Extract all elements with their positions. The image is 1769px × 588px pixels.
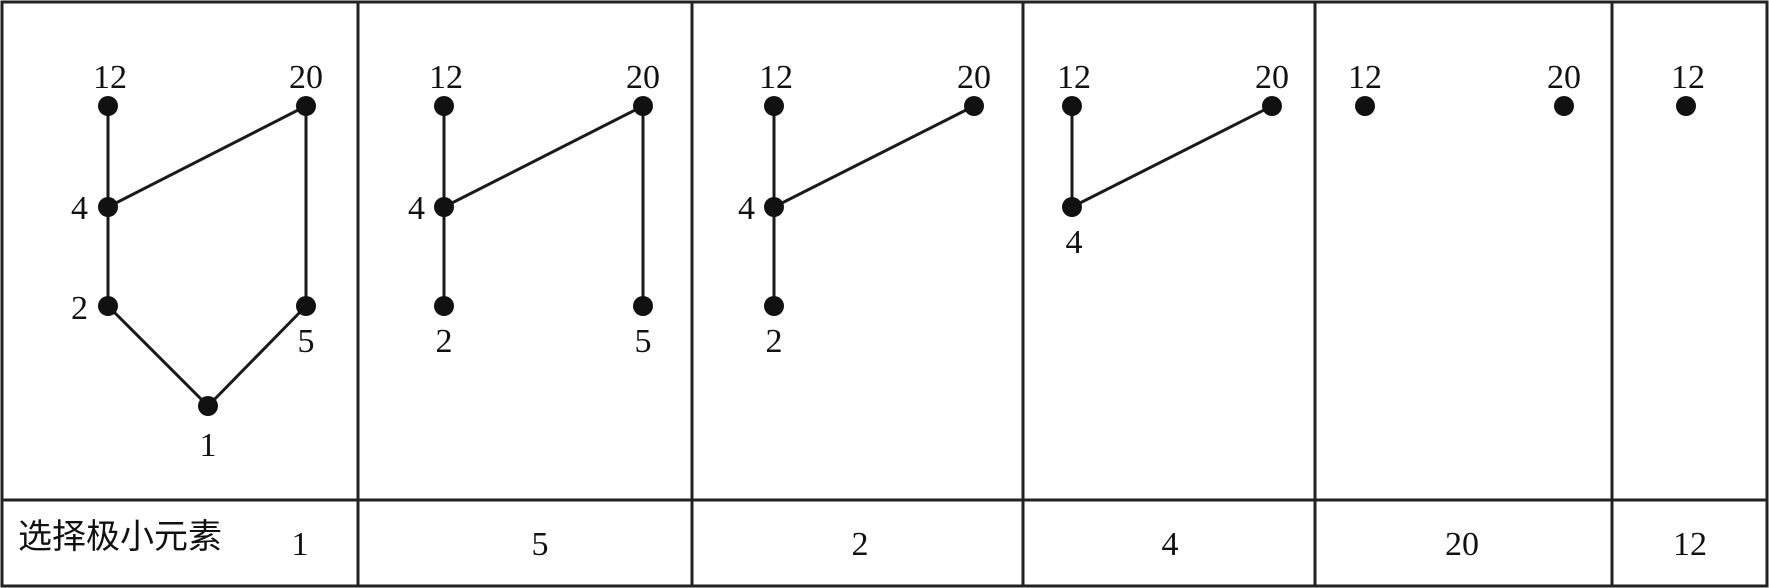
- node-label-20: 20: [626, 59, 660, 96]
- node-label-12: 12: [1348, 59, 1382, 96]
- node-label-5: 5: [635, 323, 652, 360]
- node-label-12: 12: [1057, 59, 1091, 96]
- edge-20-4: [773, 104, 975, 209]
- edge-5-1: [206, 304, 308, 408]
- node-label-4: 4: [71, 190, 88, 227]
- node-label-20: 20: [1547, 59, 1581, 96]
- selected-elements-row: 1 5 2 4 20 12: [292, 526, 1708, 563]
- node-12: [98, 96, 118, 116]
- edge-20-4: [107, 104, 307, 209]
- node-label-4: 4: [1066, 224, 1083, 261]
- hasse-panel-3: 12 20 4 2: [738, 59, 991, 360]
- selected-element-2: 5: [532, 526, 549, 563]
- hasse-diagrams: 12 20 4 2 5 1 12 20 4 2 5 12 20 4 2 12 20 4 12 20 12: [71, 59, 1705, 464]
- selected-element-6: 12: [1673, 526, 1707, 563]
- row-label: 选择极小元素: [18, 518, 222, 556]
- hasse-panel-4: 12 20 4: [1057, 59, 1289, 261]
- node-12: [764, 96, 784, 116]
- node-20: [633, 96, 653, 116]
- node-label-12: 12: [93, 59, 127, 96]
- node-2: [434, 296, 454, 316]
- node-2: [98, 296, 118, 316]
- node-label-2: 2: [766, 323, 783, 360]
- node-label-12: 12: [429, 59, 463, 96]
- node-label-4: 4: [738, 190, 755, 227]
- node-12: [1062, 96, 1082, 116]
- node-20: [1262, 96, 1282, 116]
- selected-element-3: 2: [852, 526, 869, 563]
- node-label-5: 5: [298, 323, 315, 360]
- hasse-panel-5: 12 20: [1348, 59, 1581, 116]
- node-20: [1554, 96, 1574, 116]
- node-20: [296, 96, 316, 116]
- edge-20-4: [443, 104, 644, 209]
- node-label-20: 20: [1255, 59, 1289, 96]
- node-label-12: 12: [759, 59, 793, 96]
- node-label-4: 4: [408, 190, 425, 227]
- selected-element-4: 4: [1162, 526, 1179, 563]
- hasse-panel-1: 12 20 4 2 5 1: [71, 59, 323, 464]
- node-label-2: 2: [71, 290, 88, 327]
- node-label-2: 2: [436, 323, 453, 360]
- node-20: [964, 96, 984, 116]
- edge-2-1: [106, 304, 210, 408]
- node-label-12: 12: [1671, 59, 1705, 96]
- hasse-panel-2: 12 20 4 2 5: [408, 59, 660, 360]
- node-12: [1355, 96, 1375, 116]
- node-2: [764, 296, 784, 316]
- selected-element-5: 20: [1445, 526, 1479, 563]
- node-4: [98, 197, 118, 217]
- node-label-20: 20: [957, 59, 991, 96]
- node-4: [434, 197, 454, 217]
- node-4: [1062, 197, 1082, 217]
- node-4: [764, 197, 784, 217]
- node-1: [198, 396, 218, 416]
- hasse-panel-6: 12: [1671, 59, 1705, 116]
- node-label-1: 1: [200, 427, 217, 464]
- node-label-20: 20: [289, 59, 323, 96]
- node-5: [633, 296, 653, 316]
- edge-20-4: [1071, 104, 1273, 209]
- node-12: [434, 96, 454, 116]
- node-12: [1676, 96, 1696, 116]
- selected-element-1: 1: [292, 526, 309, 563]
- node-5: [296, 296, 316, 316]
